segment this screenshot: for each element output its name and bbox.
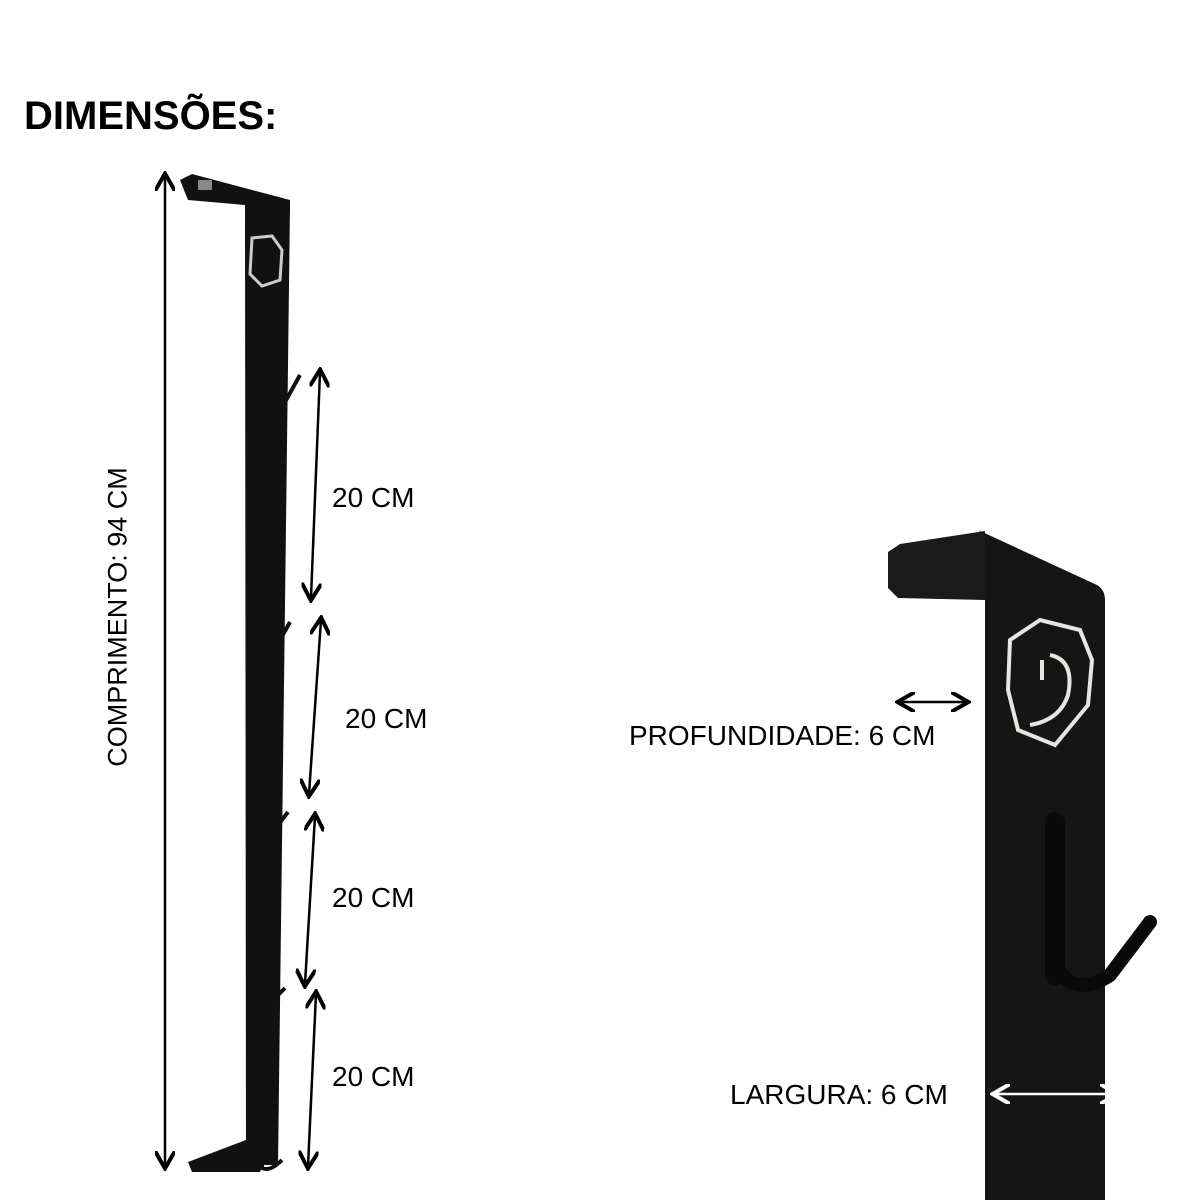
rack-full-view <box>180 174 302 1172</box>
page-title: DIMENSÕES: <box>24 94 278 138</box>
spacing-label: 20 CM <box>332 482 415 513</box>
hook <box>253 344 302 1171</box>
rack-detail-view <box>888 530 1157 1200</box>
width-label: LARGURA: 6 CM <box>730 1079 948 1110</box>
spacing-arrows <box>305 372 321 1166</box>
length-label: COMPRIMENTO: 94 CM <box>102 467 133 767</box>
hook <box>1045 812 1157 992</box>
spacing-label: 20 CM <box>332 882 415 913</box>
logo-cutout <box>1005 617 1095 748</box>
depth-label: PROFUNDIDADE: 6 CM <box>629 720 936 751</box>
spacing-label: 20 CM <box>345 703 428 734</box>
spacing-label: 20 CM <box>332 1061 415 1092</box>
